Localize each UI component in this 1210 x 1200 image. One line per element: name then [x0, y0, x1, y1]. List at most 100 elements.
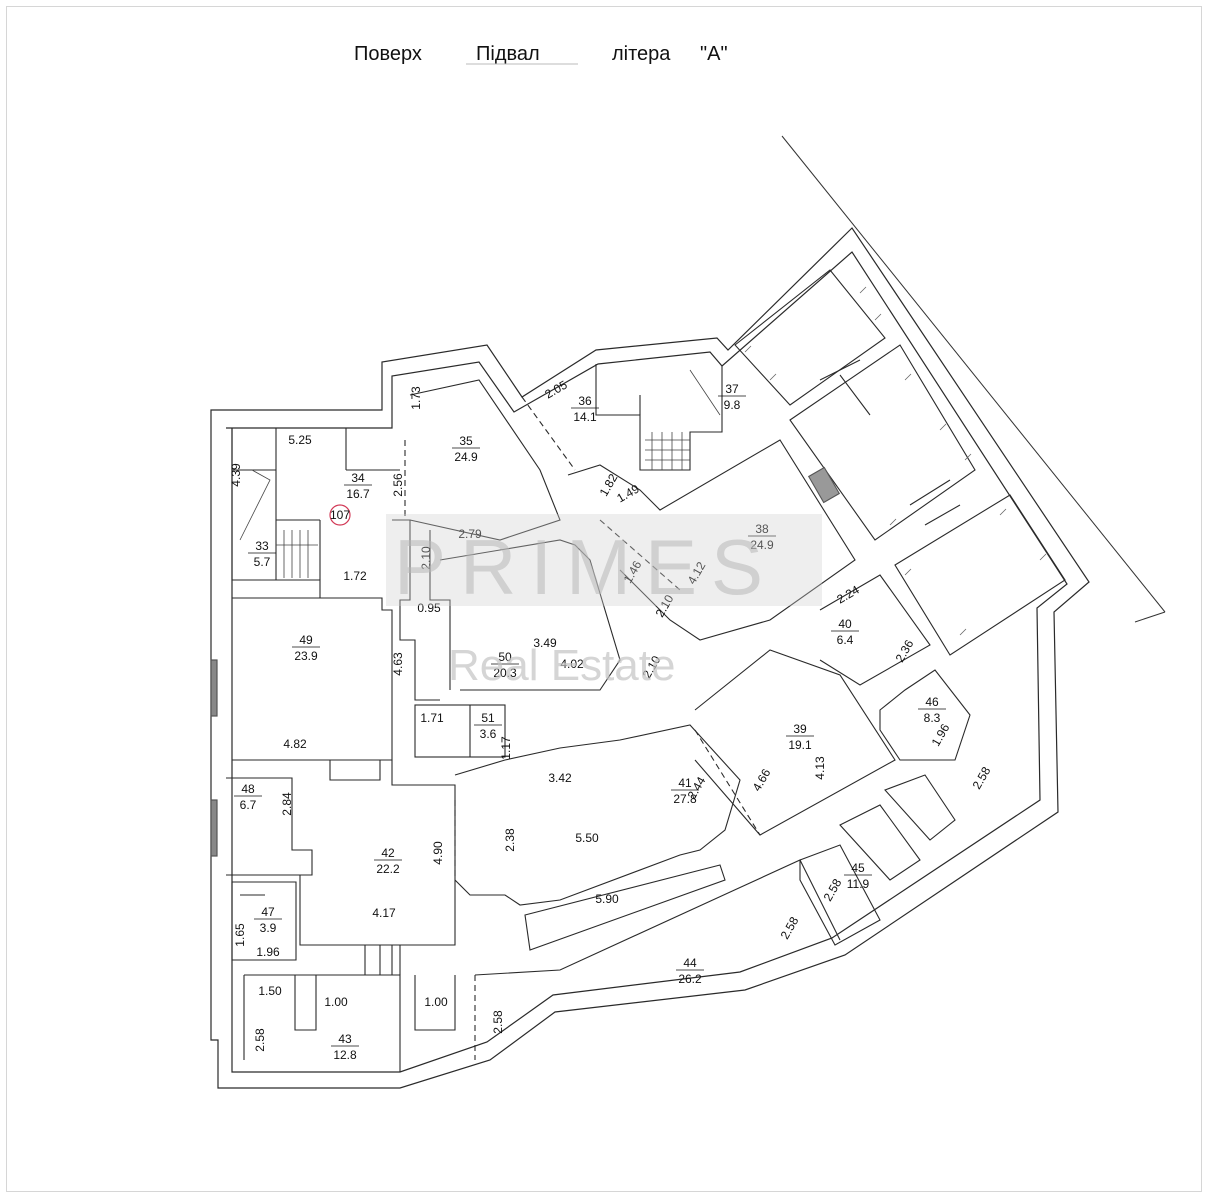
room-area: 6.7: [240, 798, 257, 812]
dimension-label: 4.02: [560, 657, 584, 671]
dimension-label: 4.66: [750, 766, 774, 794]
dimension-label: 4.17: [372, 906, 396, 920]
room-number: 46: [925, 695, 939, 709]
room-area: 11.9: [847, 877, 870, 891]
room-area: 24.9: [454, 450, 478, 464]
dimension-label: 5.25: [288, 433, 312, 447]
dimension-label: 2.36: [893, 637, 917, 665]
dimension-label: 2.58: [491, 1010, 505, 1034]
room-number: 50: [498, 650, 512, 664]
dimension-label: 4.82: [283, 737, 307, 751]
room-area: 8.3: [924, 711, 941, 725]
room-area: 24.9: [750, 538, 774, 552]
room-area: 14.1: [573, 410, 597, 424]
room-area: 3.9: [260, 921, 277, 935]
dimension-label: 4.63: [391, 652, 405, 676]
room-number: 35: [459, 434, 473, 448]
room-area: 23.9: [294, 649, 318, 663]
dimension-label: 1.00: [324, 995, 348, 1009]
drawing-frame: [6, 6, 1202, 1192]
dimension-label: 4.90: [431, 841, 445, 865]
interior-walls: [226, 269, 1066, 1072]
room-number: 41: [678, 776, 692, 790]
room-number: 47: [261, 905, 275, 919]
dimension-label: 4.39: [229, 463, 243, 487]
dimension-label: 2.84: [280, 792, 294, 816]
room-40: 406.4: [831, 617, 859, 647]
stamp-text: 107: [330, 508, 350, 522]
room-35: 35 24.9: [452, 434, 480, 464]
room-49: 49 23.9: [292, 633, 320, 663]
dimension-label: 1.72: [343, 569, 367, 583]
room-number: 37: [725, 382, 739, 396]
room-number: 40: [838, 617, 852, 631]
dimension-label: 1.71: [420, 711, 444, 725]
floor-value: Підвал: [476, 43, 540, 65]
dimension-label: 1.73: [409, 386, 423, 410]
room-area: 20.3: [493, 666, 517, 680]
room-area: 6.4: [837, 633, 854, 647]
room-area: 27.8: [673, 792, 697, 806]
dimension-label: 2.58: [253, 1028, 267, 1052]
room-number: 38: [755, 522, 769, 536]
dimension-label: 3.42: [548, 771, 572, 785]
room-46: 468.3: [918, 695, 946, 725]
room-34: 34 16.7: [344, 471, 372, 501]
room-36: 36 14.1: [571, 394, 599, 424]
dimension-label: 1.96: [929, 721, 953, 749]
room-number: 39: [793, 722, 807, 736]
room-51: 513.6: [474, 711, 502, 741]
room-39: 39 19.1: [786, 722, 814, 752]
dimension-label: 1.50: [258, 984, 282, 998]
room-area: 16.7: [346, 487, 370, 501]
room-area: 19.1: [788, 738, 812, 752]
dimension-label: 2.56: [391, 473, 405, 497]
room-45: 45 11.9: [844, 861, 872, 891]
room-33: 335.7: [248, 539, 276, 569]
room-number: 36: [578, 394, 592, 408]
room-47: 473.9: [254, 905, 282, 935]
room-labels: 335.73416.73524.93614.1379.83824.93919.1…: [234, 382, 946, 1062]
room-area: 5.7: [254, 555, 271, 569]
room-number: 44: [683, 956, 697, 970]
room-number: 49: [299, 633, 313, 647]
dimension-label: 3.49: [533, 636, 557, 650]
room-44: 44 26.2: [676, 956, 704, 986]
dimension-labels: 5.25 4.39 2.56 1.73 1.72 2.10 2.79 0.95 4.63 4.82…: [229, 377, 994, 1051]
dimension-label: 2.58: [778, 914, 802, 942]
letter-value: "А": [700, 43, 728, 65]
dimension-label: 1.96: [256, 945, 280, 959]
room-area: 26.2: [678, 972, 702, 986]
dimension-label: 2.58: [970, 764, 994, 792]
room-41: 41 27.8: [671, 776, 699, 806]
building-outline: [210, 135, 1166, 1089]
dimension-label: 2.38: [503, 828, 517, 852]
room-area: 12.8: [333, 1048, 357, 1062]
room-number: 48: [241, 782, 255, 796]
room-area: 22.2: [376, 862, 400, 876]
dimension-label: 0.95: [417, 601, 441, 615]
room-number: 51: [481, 711, 495, 725]
letter-label: літера: [612, 43, 671, 65]
room-number: 45: [851, 861, 865, 875]
dimension-label: 2.58: [821, 876, 845, 904]
dimension-label: 5.50: [575, 831, 599, 845]
dimension-label: 1.00: [424, 995, 448, 1009]
dimension-label: 4.13: [813, 756, 827, 780]
dimension-label: 1.65: [233, 923, 247, 947]
watermark-subtitle: Real Estate: [448, 641, 675, 690]
dimension-label: 2.10: [419, 546, 433, 570]
inventory-stamp: 107: [329, 504, 351, 526]
room-number: 34: [351, 471, 365, 485]
watermark-brand: PRIMES: [394, 523, 777, 611]
dimension-label: 5.90: [595, 892, 619, 906]
floor-label: Поверх: [354, 43, 422, 65]
room-number: 42: [381, 846, 395, 860]
dimension-label: 2.24: [834, 582, 862, 606]
dimension-label: 2.79: [458, 527, 482, 541]
room-50: 50 20.3: [491, 650, 519, 680]
watermark: PRIMES Real Estate: [386, 514, 822, 690]
room-area: 3.6: [480, 727, 497, 741]
